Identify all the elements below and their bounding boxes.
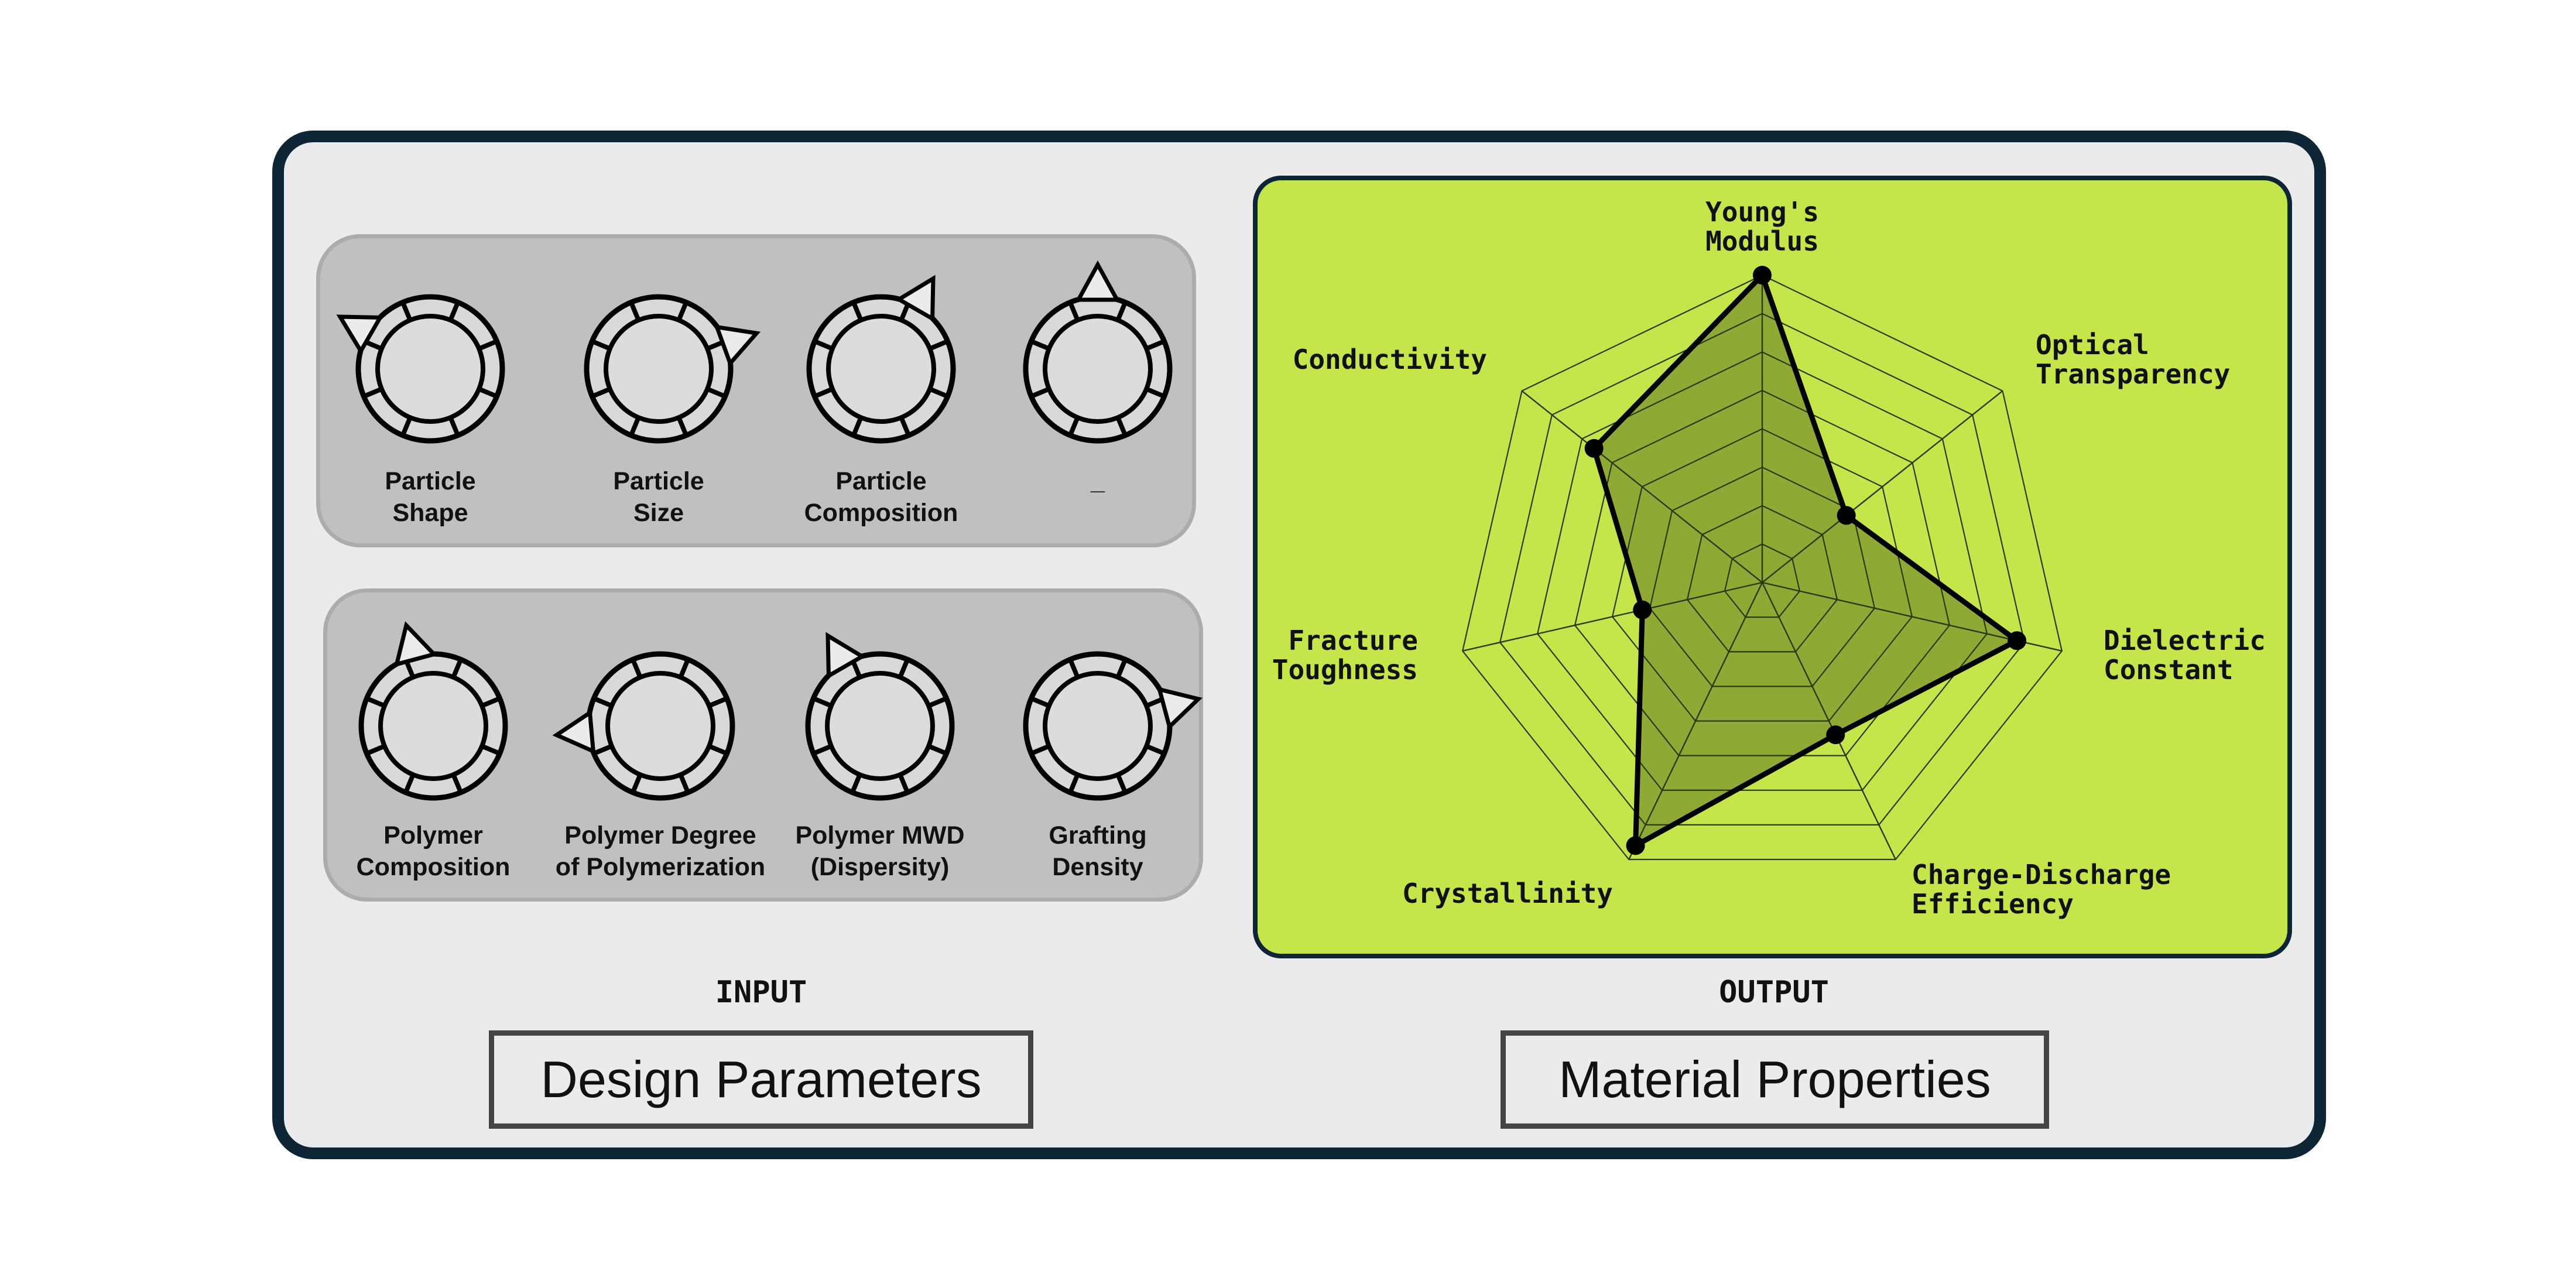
knob-pointer: [1075, 260, 1121, 302]
parameter-knob[interactable]: [583, 293, 761, 445]
material-properties-title: Material Properties: [1501, 1030, 2049, 1129]
design-parameters-title: Design Parameters: [489, 1030, 1033, 1129]
knob-pointer: [393, 621, 438, 667]
knob-label: _: [1091, 467, 1105, 495]
parameter-knob[interactable]: [804, 632, 956, 802]
knob-pointer: [336, 314, 384, 355]
parameter-knob[interactable]: [552, 650, 737, 802]
knob-label: Polymer MWD (Dispersity): [795, 821, 965, 881]
knob-pointer: [714, 324, 761, 368]
knob-label: Polymer Degree of Polymerization: [555, 821, 766, 881]
parameter-knob[interactable]: [1022, 650, 1203, 802]
parameter-knob[interactable]: [357, 621, 509, 802]
knob-pointer: [825, 632, 866, 680]
knob-pointer: [1156, 686, 1203, 731]
knob-pointer: [552, 709, 596, 755]
knob-label: Particle Size: [613, 467, 704, 527]
parameter-knob[interactable]: [336, 293, 506, 445]
knob-label: Particle Shape: [385, 467, 476, 527]
knob-label: Grafting Density: [1049, 821, 1147, 881]
knob-label: Particle Composition: [804, 467, 958, 527]
knob-pointer: [895, 275, 936, 323]
output-panel: [1253, 176, 2292, 958]
output-caption: OUTPUT: [1719, 975, 1829, 1010]
parameter-knob[interactable]: [805, 275, 957, 445]
input-caption: INPUT: [715, 975, 807, 1010]
parameter-knob[interactable]: [1022, 260, 1174, 445]
knob-label: Polymer Composition: [356, 821, 511, 881]
